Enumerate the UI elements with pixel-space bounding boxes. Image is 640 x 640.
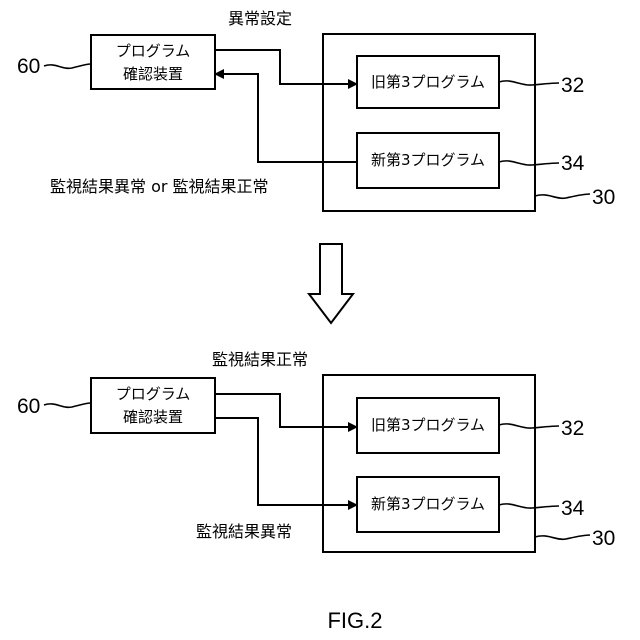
top-leader-34: [499, 161, 559, 165]
bottom-result-label: 監視結果異常: [196, 522, 292, 541]
bottom-arrow-to-old-program: [215, 394, 357, 427]
top-leader-30: [535, 194, 590, 198]
bottom-ref-32: 32: [561, 417, 584, 440]
top-outer-box: [323, 34, 535, 211]
bottom-ref-30: 30: [592, 527, 615, 550]
top-checker-line2: 確認装置: [123, 65, 183, 83]
top-ref-30: 30: [592, 186, 615, 209]
top-leader-60: [44, 64, 91, 68]
bottom-panel: 監視結果正常 プログラム 確認装置 60 30 旧第3プログラム 32 新第3プ…: [17, 350, 615, 552]
top-header-label: 異常設定: [228, 9, 292, 28]
top-arrow-from-new-program: [215, 74, 357, 162]
bottom-arrow-to-new-program: [215, 418, 357, 505]
bottom-leader-32: [499, 424, 559, 428]
bottom-ref-34: 34: [561, 497, 585, 520]
bottom-leader-34: [499, 504, 559, 508]
top-old-program-label: 旧第3プログラム: [371, 73, 485, 91]
top-leader-32: [499, 81, 559, 85]
bottom-leader-30: [535, 535, 590, 539]
bottom-leader-60: [44, 403, 91, 407]
top-arrow-to-old-program: [215, 50, 357, 84]
bottom-new-program-label: 新第3プログラム: [371, 495, 485, 513]
bottom-old-program-label: 旧第3プログラム: [371, 416, 485, 434]
bottom-outer-box: [323, 375, 535, 552]
top-checker-line1: プログラム: [116, 42, 191, 60]
bottom-checker-line1: プログラム: [116, 385, 191, 403]
top-ref-60: 60: [17, 55, 40, 78]
bottom-checker-line2: 確認装置: [123, 408, 183, 426]
hollow-down-arrow-icon: [309, 244, 353, 323]
bottom-header-label: 監視結果正常: [212, 350, 308, 369]
top-panel: 異常設定 プログラム 確認装置 60 30 旧第3プログラム 32 新第3プログ…: [17, 9, 615, 211]
figure-caption: FIG.2: [327, 608, 382, 633]
bottom-ref-60: 60: [17, 395, 40, 418]
top-result-label: 監視結果異常 or 監視結果正常: [50, 177, 269, 196]
top-ref-34: 34: [561, 152, 585, 175]
top-new-program-label: 新第3プログラム: [371, 151, 485, 169]
top-ref-32: 32: [561, 74, 584, 97]
